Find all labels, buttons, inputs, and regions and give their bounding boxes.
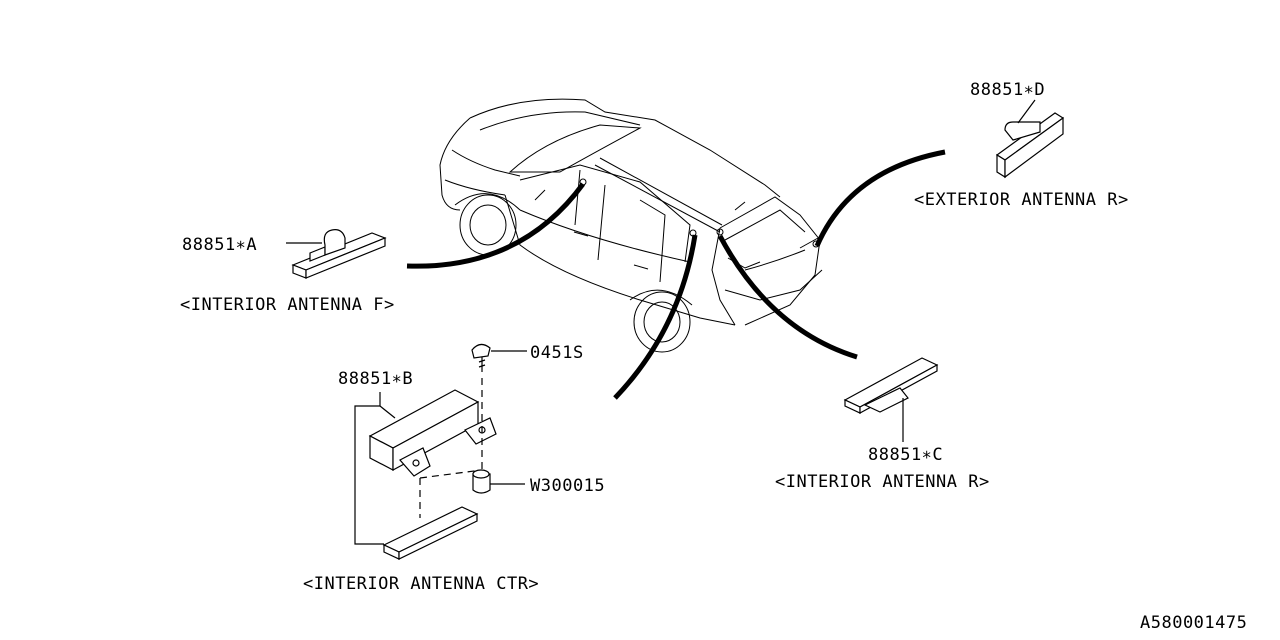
label-w300015: W300015	[530, 476, 605, 496]
label-exterior-antenna-r: <EXTERIOR ANTENNA R>	[914, 190, 1129, 210]
vehicle-illustration	[439, 98, 823, 353]
cable-interior-ctr	[613, 234, 698, 400]
label-88851-b: 88851∗B	[338, 369, 413, 389]
label-88851-c: 88851∗C	[868, 445, 943, 465]
label-0451s: 0451S	[530, 343, 584, 363]
leader-cables	[406, 149, 946, 400]
label-interior-antenna-ctr: <INTERIOR ANTENNA CTR>	[303, 574, 539, 594]
cable-interior-front	[406, 182, 586, 269]
cable-exterior-rear	[814, 149, 946, 247]
part-88851-b[interactable]	[354, 378, 497, 560]
label-interior-antenna-f: <INTERIOR ANTENNA F>	[180, 295, 395, 315]
label-88851-d: 88851∗D	[970, 80, 1045, 100]
bolt-0451s[interactable]	[471, 343, 527, 372]
cable-interior-rear	[717, 234, 858, 360]
label-interior-antenna-r: <INTERIOR ANTENNA R>	[775, 472, 990, 492]
part-88851-d[interactable]	[995, 99, 1065, 179]
diagram-code: A580001475	[1140, 613, 1247, 633]
clip-w300015[interactable]	[472, 469, 525, 494]
part-88851-a[interactable]	[286, 229, 387, 279]
part-88851-c[interactable]	[843, 357, 939, 442]
label-88851-a: 88851∗A	[182, 235, 257, 255]
